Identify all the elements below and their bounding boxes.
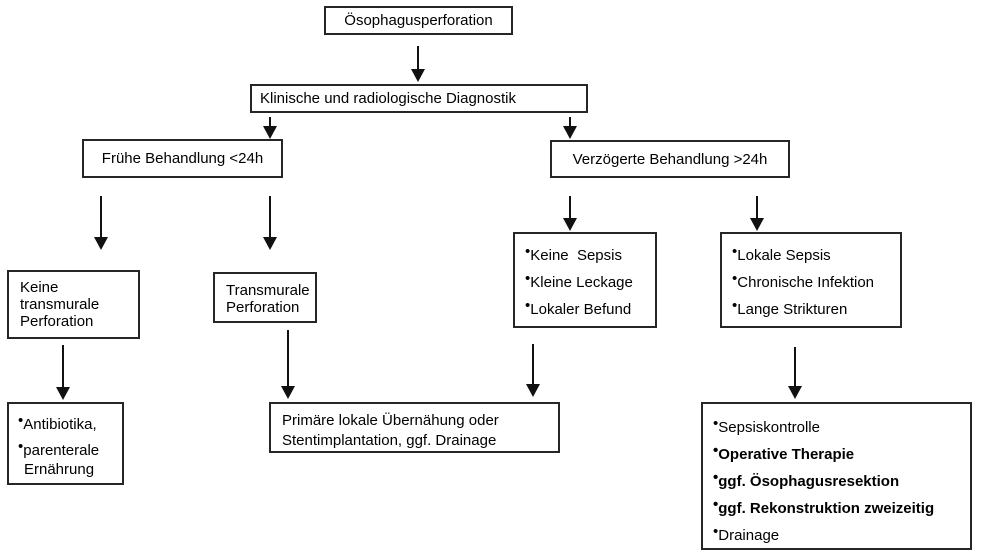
bullet-icon: • [732,297,738,314]
arrow-keine-sepsis-to-primaere-icon [526,344,540,397]
node-fruehe-behandlung: Frühe Behandlung <24h [82,139,283,178]
bullet-icon: • [18,438,24,455]
arrow-fruehe-to-transmurale-icon [263,196,277,250]
bullet-list-item: •Operative Therapie [713,442,855,463]
node-keine-sepsis: •Keine Sepsis •Kleine Leckage •Lokaler Bef… [513,232,657,328]
arrow-verzoegerte-to-lokale-sepsis-icon [750,196,764,231]
bullet-list-item: •Lokale Sepsis [732,243,831,264]
arrow-transmurale-to-primaere-icon [281,330,295,399]
node-primaere-uebernaehung: Primäre lokale Übernähung oder Stentimpl… [269,402,560,453]
arrow-keine-transmurale-to-antibiotika-icon [56,345,70,400]
bullet-list-item: •ggf. Ösophagusresektion [713,469,900,490]
bullet-list-item: •Drainage [713,523,780,544]
node-sepsiskontrolle: •Sepsiskontrolle •Operative Therapie •ggf.… [701,402,972,550]
bullet-icon: • [18,412,24,429]
node-transmurale-perforation: Transmurale Perforation [213,272,317,323]
node-verzoegerte-behandlung: Verzögerte Behandlung >24h [550,140,790,178]
arrow-fruehe-to-keine-transmurale-icon [94,196,108,250]
bullet-icon: • [713,523,719,540]
bullet-icon: • [713,442,719,459]
bullet-icon: • [525,270,531,287]
bullet-list-item: •Kleine Leckage [525,270,633,291]
bullet-icon: • [713,415,719,432]
bullet-list-item: •Lokaler Befund [525,297,632,318]
arrow-diagnostik-to-fruehe-icon [263,117,277,139]
bullet-list-item: •Chronische Infektion [732,270,875,291]
bullet-icon: • [525,297,531,314]
bullet-list-item: •Lange Strikturen [732,297,848,318]
node-diagnostik: Klinische und radiologische Diagnostik [250,84,588,113]
arrow-title-to-diagnostik-icon [411,46,425,82]
arrow-diagnostik-to-verzoegerte-icon [563,117,577,139]
bullet-list-item: •Antibiotika, [18,412,97,433]
bullet-icon: • [732,270,738,287]
bullet-icon: • [713,469,719,486]
bullet-icon: • [713,496,719,513]
bullet-icon: • [525,243,531,260]
node-lokale-sepsis: •Lokale Sepsis •Chronische Infektion •Lang… [720,232,902,328]
bullet-list-item: •ggf. Rekonstruktion zweizeitig [713,496,935,517]
arrow-verzoegerte-to-keine-sepsis-icon [563,196,577,231]
bullet-list-item: •parenterale Ernährung [18,438,104,478]
arrow-lokale-sepsis-to-sepsiskontrolle-icon [788,347,802,399]
bullet-icon: • [732,243,738,260]
bullet-list-item: •Keine Sepsis [525,243,622,264]
node-keine-transmurale-perforation: Keine transmurale Perforation [7,270,140,339]
bullet-list-item: •Sepsiskontrolle [713,415,820,436]
node-antibiotika: •Antibiotika, •parenterale Ernährung [7,402,124,485]
node-oesophagusperforation: Ösophagusperforation [324,6,513,35]
